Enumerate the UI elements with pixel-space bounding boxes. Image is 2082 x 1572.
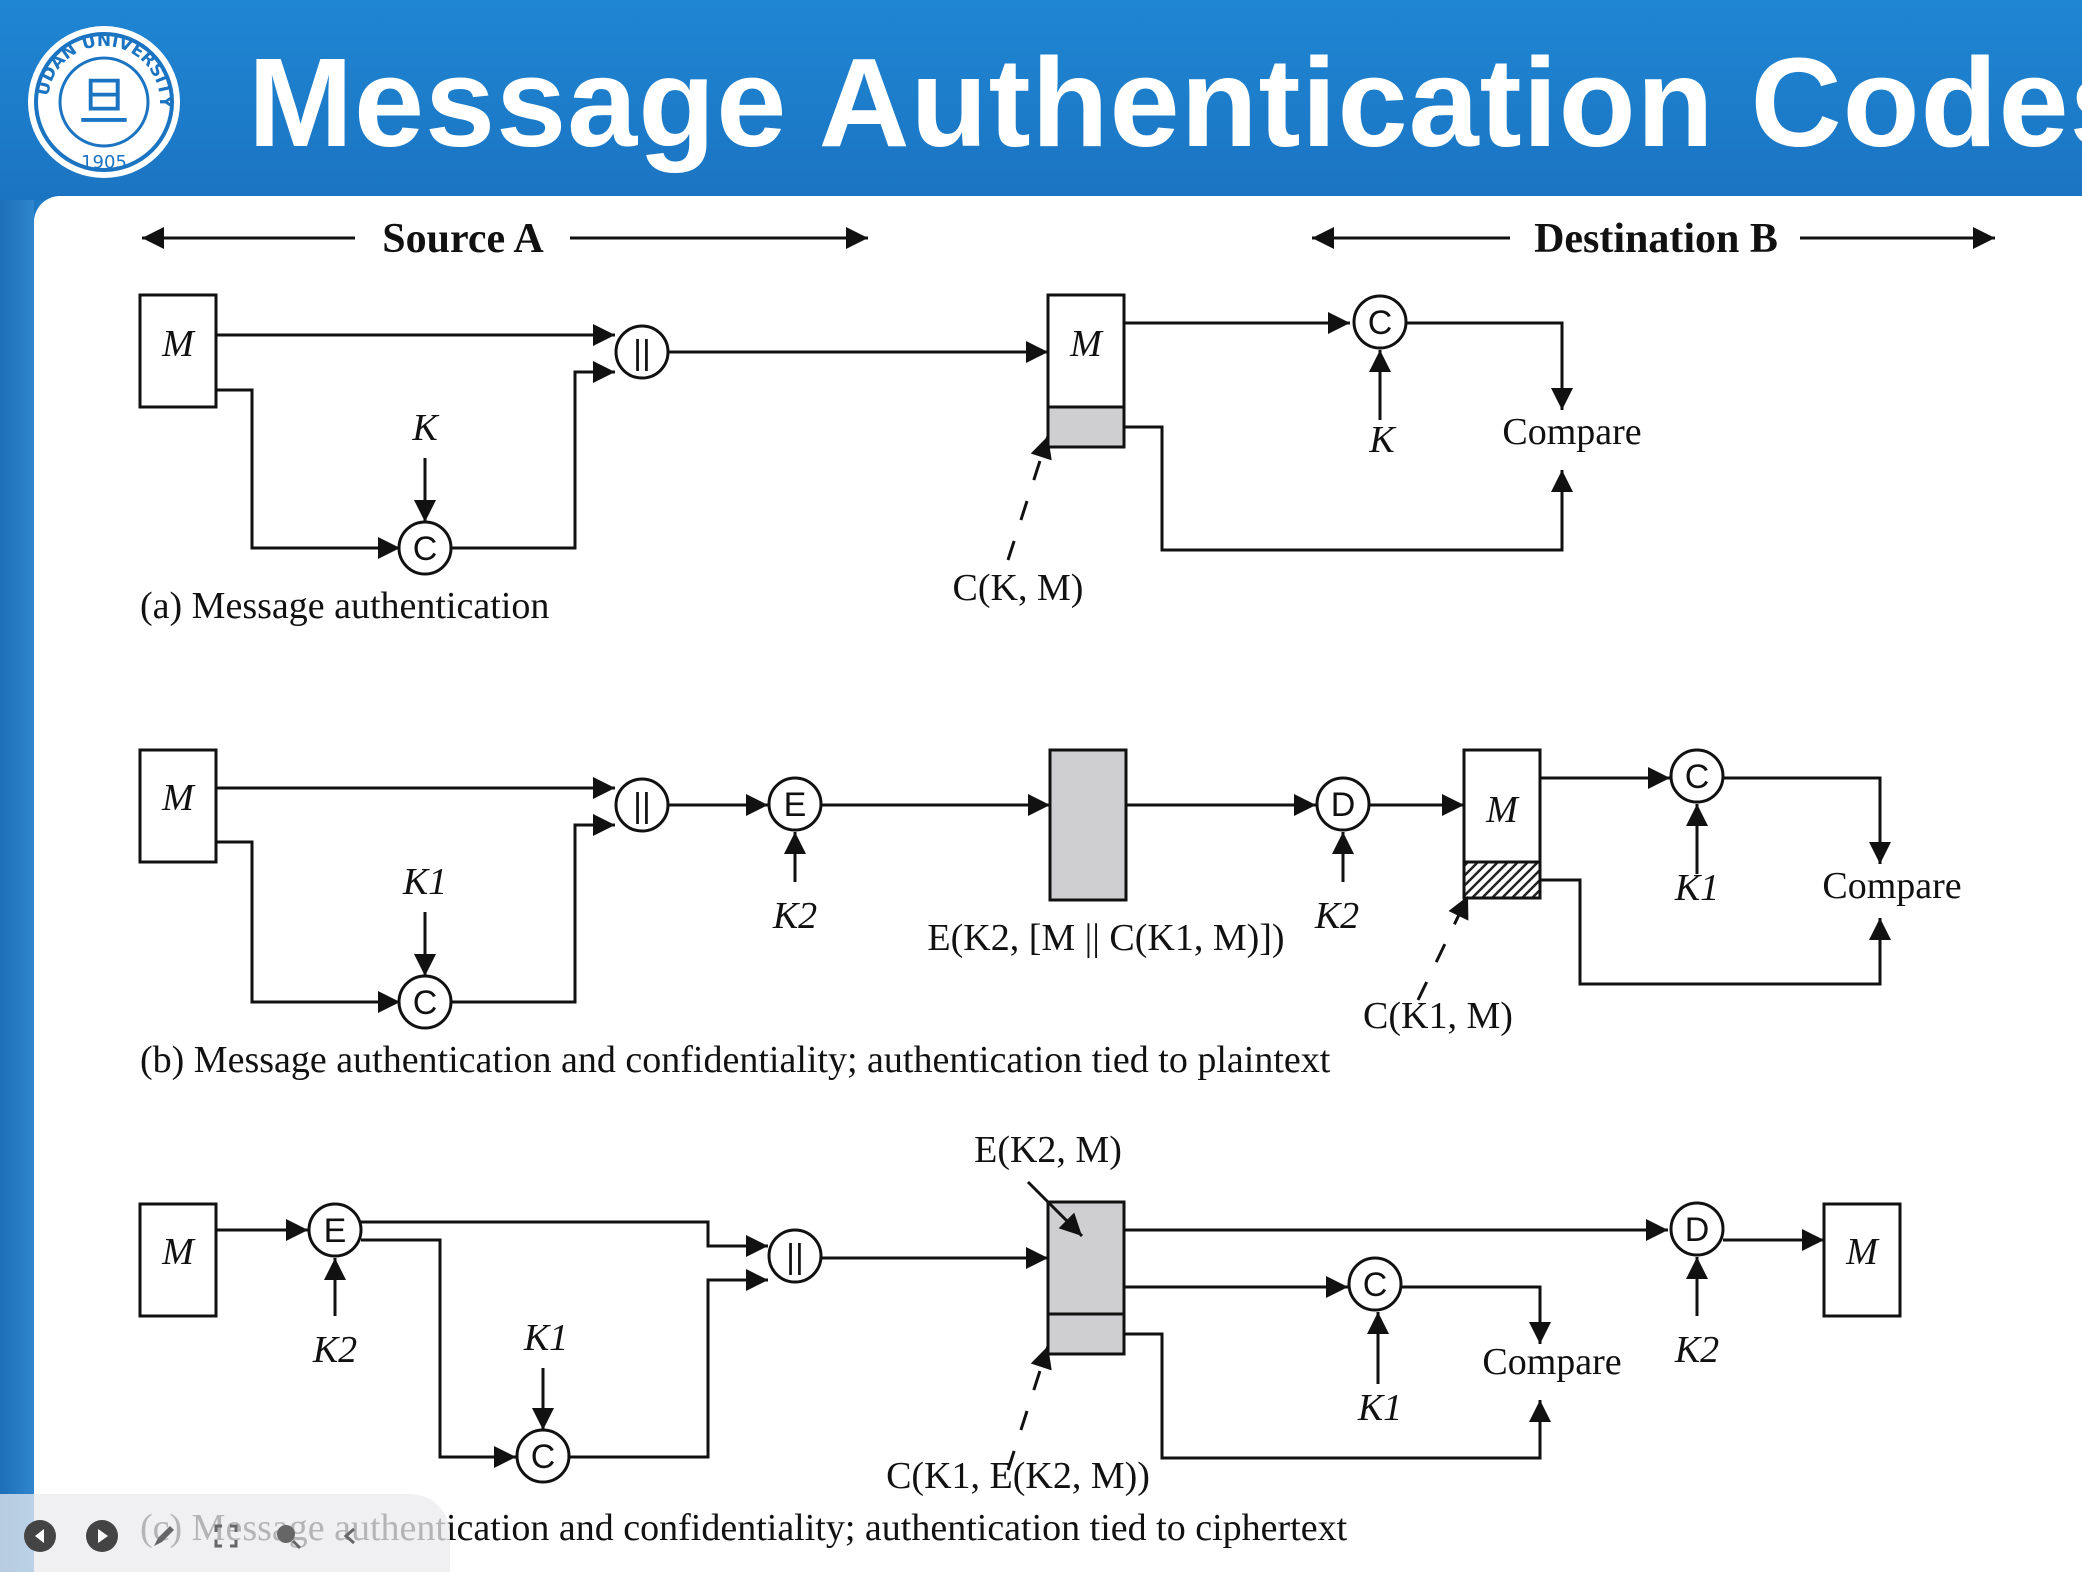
more-icon[interactable] [334, 1520, 366, 1552]
svg-text:Compare: Compare [1822, 865, 1961, 907]
panel-b-caption: (b) Message authentication and confident… [140, 1039, 1331, 1081]
play-icon[interactable] [86, 1520, 118, 1552]
svg-text:M: M [161, 1231, 196, 1273]
svg-text:M: M [1845, 1231, 1880, 1273]
svg-text:M: M [1069, 323, 1104, 365]
svg-text:Compare: Compare [1482, 1341, 1621, 1383]
svg-text:E(K2, M): E(K2, M) [974, 1129, 1122, 1171]
panel-b: M C K1 || E K2 E(K2, [M || C(K1, M)]) D … [138, 748, 1962, 1081]
svg-text:旦: 旦 [78, 73, 130, 133]
prev-icon[interactable] [24, 1520, 56, 1552]
recovered-message-box [1822, 1202, 1902, 1318]
svg-text:||: || [633, 787, 651, 825]
svg-text:K1: K1 [1674, 867, 1719, 909]
svg-text:K1: K1 [402, 861, 447, 903]
svg-text:M: M [161, 777, 196, 819]
slide-header: 旦 1905 FUDAN UNIVERSITY Message Authenti… [0, 0, 2082, 200]
mac-tag-label: C(K, M) [953, 567, 1084, 609]
ciphertext-box [1046, 1200, 1126, 1316]
svg-text:C: C [413, 984, 438, 1022]
message-label: M [161, 323, 196, 365]
encrypt-node [307, 1202, 363, 1258]
svg-text:C: C [1685, 758, 1710, 796]
panel-c: M E K2 C K1 || E(K2, M) D K2 M C K1 Comp… [138, 1129, 1902, 1549]
fudan-university-logo: 旦 1905 FUDAN UNIVERSITY [24, 22, 180, 178]
compare-label: Compare [1502, 411, 1641, 453]
svg-text:||: || [633, 334, 651, 372]
svg-text:E: E [324, 1212, 347, 1250]
mac-tag-box [1046, 1312, 1126, 1356]
svg-text:C(K1, E(K2, M)): C(K1, E(K2, M)) [886, 1455, 1150, 1497]
concat-node [767, 1228, 823, 1284]
svg-text:K1: K1 [1357, 1387, 1402, 1429]
svg-text:||: || [786, 1238, 804, 1276]
mac-tag-box [1046, 405, 1126, 449]
decrypt-node [1669, 1201, 1725, 1257]
svg-text:D: D [1331, 786, 1356, 824]
source-label: Source A [382, 216, 544, 262]
message-box [138, 1202, 218, 1318]
svg-text:M: M [1485, 789, 1520, 831]
key-label: K [411, 407, 439, 449]
message-box [138, 293, 218, 409]
pen-icon[interactable] [148, 1520, 180, 1552]
svg-text:C: C [531, 1438, 556, 1476]
ciphertext-box [1048, 748, 1128, 902]
recovered-mac-box [1462, 860, 1542, 900]
left-decorative-strip [0, 200, 34, 1572]
message-box [138, 748, 218, 864]
panel-a: M C K || M C K Compare C(K, M) (a) Messa… [138, 293, 1642, 627]
receiver-mac-node [1347, 1256, 1403, 1312]
destination-range-arrow: Destination B [1312, 216, 1995, 262]
svg-text:K2: K2 [772, 895, 817, 937]
panel-a-caption: (a) Message authentication [140, 585, 549, 627]
svg-text:C: C [413, 530, 438, 568]
zoom-icon[interactable] [272, 1520, 304, 1552]
svg-text:1905: 1905 [81, 152, 127, 173]
svg-text:K2: K2 [1674, 1329, 1719, 1371]
svg-text:E(K2, [M || C(K1, M)]): E(K2, [M || C(K1, M)]) [927, 917, 1284, 959]
svg-text:C: C [1368, 304, 1393, 342]
svg-text:D: D [1685, 1211, 1710, 1249]
slide-player-toolbar [0, 1494, 450, 1572]
destination-label: Destination B [1534, 216, 1778, 262]
svg-text:K2: K2 [1314, 895, 1359, 937]
receiver-key-label: K [1368, 419, 1396, 461]
svg-text:E: E [784, 786, 807, 824]
receiver-mac-node [1669, 748, 1725, 804]
svg-text:K1: K1 [523, 1317, 568, 1359]
slide-title: Message Authentication Codes [248, 32, 2082, 173]
fullscreen-icon[interactable] [210, 1520, 242, 1552]
source-range-arrow: Source A [142, 216, 868, 262]
svg-text:C(K1, M): C(K1, M) [1363, 995, 1513, 1037]
svg-text:K2: K2 [312, 1329, 357, 1371]
svg-text:C: C [1363, 1266, 1388, 1304]
